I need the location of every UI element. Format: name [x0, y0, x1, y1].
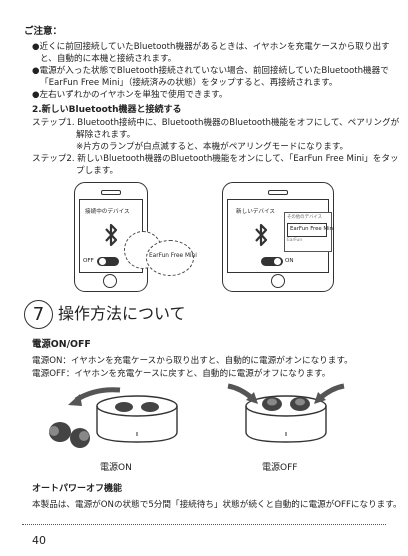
phone-right-screen: 新しいデバイス ON その他のデバイス EarFun Free Mini Ear…	[227, 199, 335, 273]
auto-off-text: 本製品は、電源がONの状態で5分間「接続待ち」状態が続くと自動的に電源がOFFに…	[32, 500, 402, 510]
auto-off-heading: オートパワーオフ機能	[32, 484, 123, 494]
section7-title: 操作方法について	[58, 304, 186, 323]
phone-right-toggle-label: ON	[285, 258, 294, 264]
label-power-on: 電源ON	[100, 463, 132, 473]
footer-divider	[22, 524, 386, 525]
step1-note: ※片方のランプが白点滅すると、本機がペアリングモードになります。	[76, 142, 349, 152]
bluetooth-toggle-on[interactable]	[261, 257, 283, 266]
page-number: 40	[32, 534, 46, 547]
note-bullet-1: ●近くに前回接続していたBluetooth機器があるときは、イヤホンを充電ケース…	[32, 42, 390, 52]
phone-left-toggle-label: OFF	[83, 258, 94, 264]
section2-heading: 2.新しいBluetooth機器と接続する	[32, 105, 182, 115]
phone-right-header: 新しいデバイス	[236, 209, 275, 215]
earfun-device-item[interactable]: EarFun Free Mini	[149, 253, 197, 259]
earfun-device-name: EarFun Free Mini	[290, 226, 335, 232]
step1-text: ステップ1. Bluetooth接続中に、Bluetooth機器のBluetoo…	[32, 118, 400, 128]
bluetooth-toggle-off[interactable]	[97, 257, 119, 266]
power-heading: 電源ON/OFF	[32, 339, 91, 350]
bluetooth-icon	[105, 223, 118, 247]
phone-right-illustration: 新しいデバイス ON その他のデバイス EarFun Free Mini Ear…	[222, 182, 335, 292]
section7-number: 7	[24, 300, 53, 329]
phone-left-header: 接続中のデバイス	[85, 209, 130, 215]
phone-speaker	[268, 190, 288, 195]
bluetooth-icon	[255, 223, 268, 247]
phone-speaker	[101, 190, 121, 195]
power-on-illustration	[49, 387, 178, 448]
step1-text-cont: 解除されます。	[76, 130, 136, 140]
toggle-knob	[274, 258, 281, 265]
label-power-off: 電源OFF	[262, 463, 298, 473]
toggle-knob	[99, 258, 106, 265]
home-button	[103, 274, 117, 288]
power-off-illustration	[227, 383, 345, 443]
power-on-text: 電源ON：イヤホンを充電ケースから取り出すと、自動的に電源がオンになります。	[32, 356, 353, 366]
earfun-callout-bubble: EarFun Free Mini	[146, 240, 197, 276]
device-list-popup: その他のデバイス EarFun Free Mini EarFun	[284, 212, 335, 252]
other-devices-label: その他のデバイス	[287, 215, 322, 220]
notes-title: ご注意：	[24, 26, 63, 37]
note-bullet-2: ●電源が入った状態でBluetooth接続されていない場合、前回接続していたBl…	[32, 66, 389, 76]
earfun-device-row[interactable]: EarFun Free Mini	[287, 223, 335, 237]
earfun-device-sub: EarFun	[287, 238, 303, 243]
note-bullet-1-cont: と、自動的に本機と接続されます。	[40, 54, 177, 64]
note-bullet-3: ●左右いずれかのイヤホンを単独で使用できます。	[32, 90, 228, 100]
home-button	[271, 274, 285, 288]
step2-text-cont: プします。	[76, 166, 119, 176]
step2-text: ステップ2. 新しいBluetooth機器のBluetooth機能をオンにして、…	[32, 154, 399, 164]
note-bullet-2-cont: 「EarFun Free Mini」（接続済みの状態）をタップすると、再接続され…	[40, 78, 338, 88]
power-off-text: 電源OFF：イヤホンを充電ケースに戻すと、自動的に電源がオフになります。	[32, 369, 331, 379]
